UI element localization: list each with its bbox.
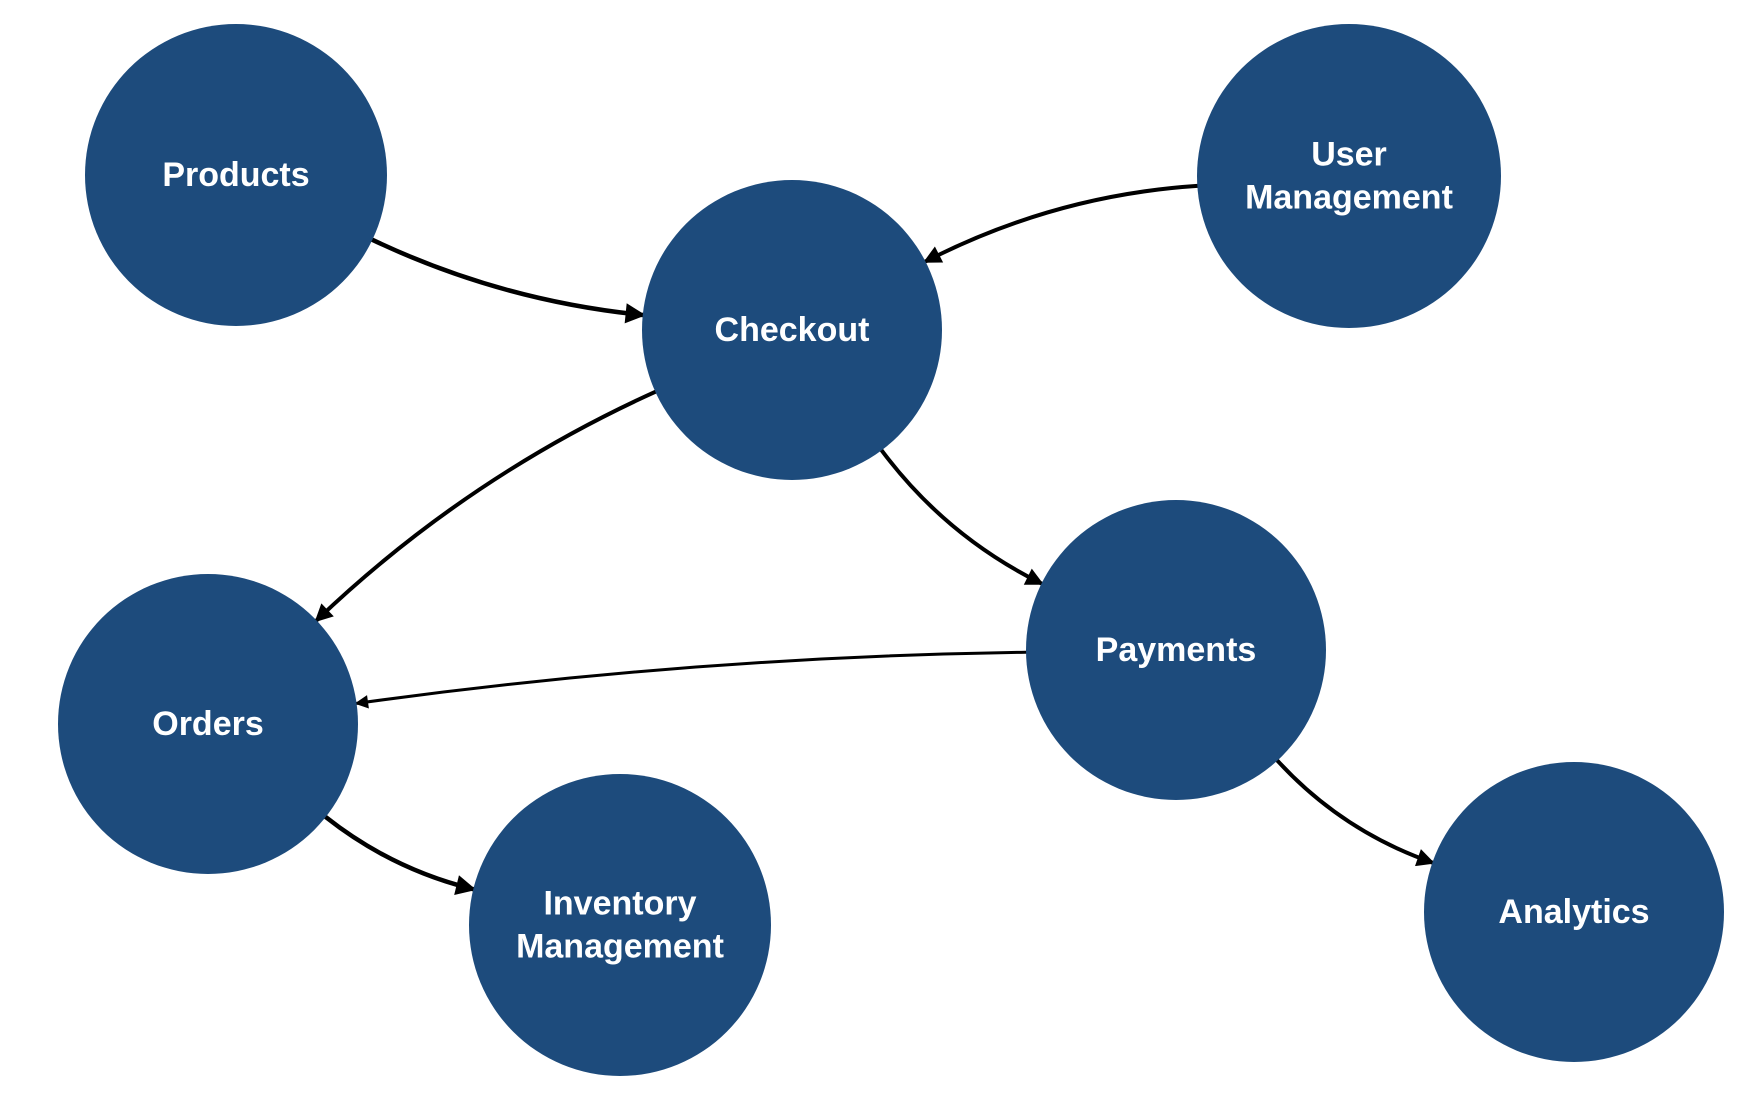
- edge-payments-analytics: [1275, 758, 1435, 867]
- node-products: Products: [85, 24, 387, 326]
- edge-payments-orders: [354, 650, 1028, 709]
- orders-label-line: Orders: [152, 705, 264, 743]
- node-orders: Orders: [58, 574, 358, 874]
- products-circle: [85, 24, 387, 326]
- products-label: Products: [162, 156, 309, 194]
- products-label-line: Products: [162, 156, 309, 194]
- analytics-label-line: Analytics: [1498, 893, 1649, 931]
- node-analytics: Analytics: [1424, 762, 1724, 1062]
- node-payments: Payments: [1026, 500, 1326, 800]
- analytics-circle: [1424, 762, 1724, 1062]
- edge-checkout-payments: [879, 448, 1044, 586]
- payments-label: Payments: [1096, 631, 1257, 669]
- analytics-label: Analytics: [1498, 893, 1649, 931]
- edge-orders-inventory-management: [323, 814, 477, 895]
- inventory-management-label-line: Inventory: [543, 885, 696, 923]
- edge-products-checkout: [370, 237, 646, 324]
- checkout-label-line: Checkout: [715, 311, 870, 349]
- payments-label-line: Payments: [1096, 631, 1257, 669]
- user-management-label-line: Management: [1245, 179, 1453, 217]
- user-management-circle: [1197, 24, 1501, 328]
- user-management-label-line: User: [1311, 136, 1387, 174]
- orders-circle: [58, 574, 358, 874]
- edge-checkout-orders: [314, 389, 658, 623]
- checkout-circle: [642, 180, 942, 480]
- orders-label: Orders: [152, 705, 264, 743]
- inventory-management-circle: [469, 774, 771, 1076]
- payments-circle: [1026, 500, 1326, 800]
- edge-user-management-checkout: [922, 183, 1200, 264]
- checkout-label: Checkout: [715, 311, 870, 349]
- edges-layer: [314, 183, 1435, 895]
- node-checkout: Checkout: [642, 180, 942, 480]
- inventory-management-label-line: Management: [516, 928, 724, 966]
